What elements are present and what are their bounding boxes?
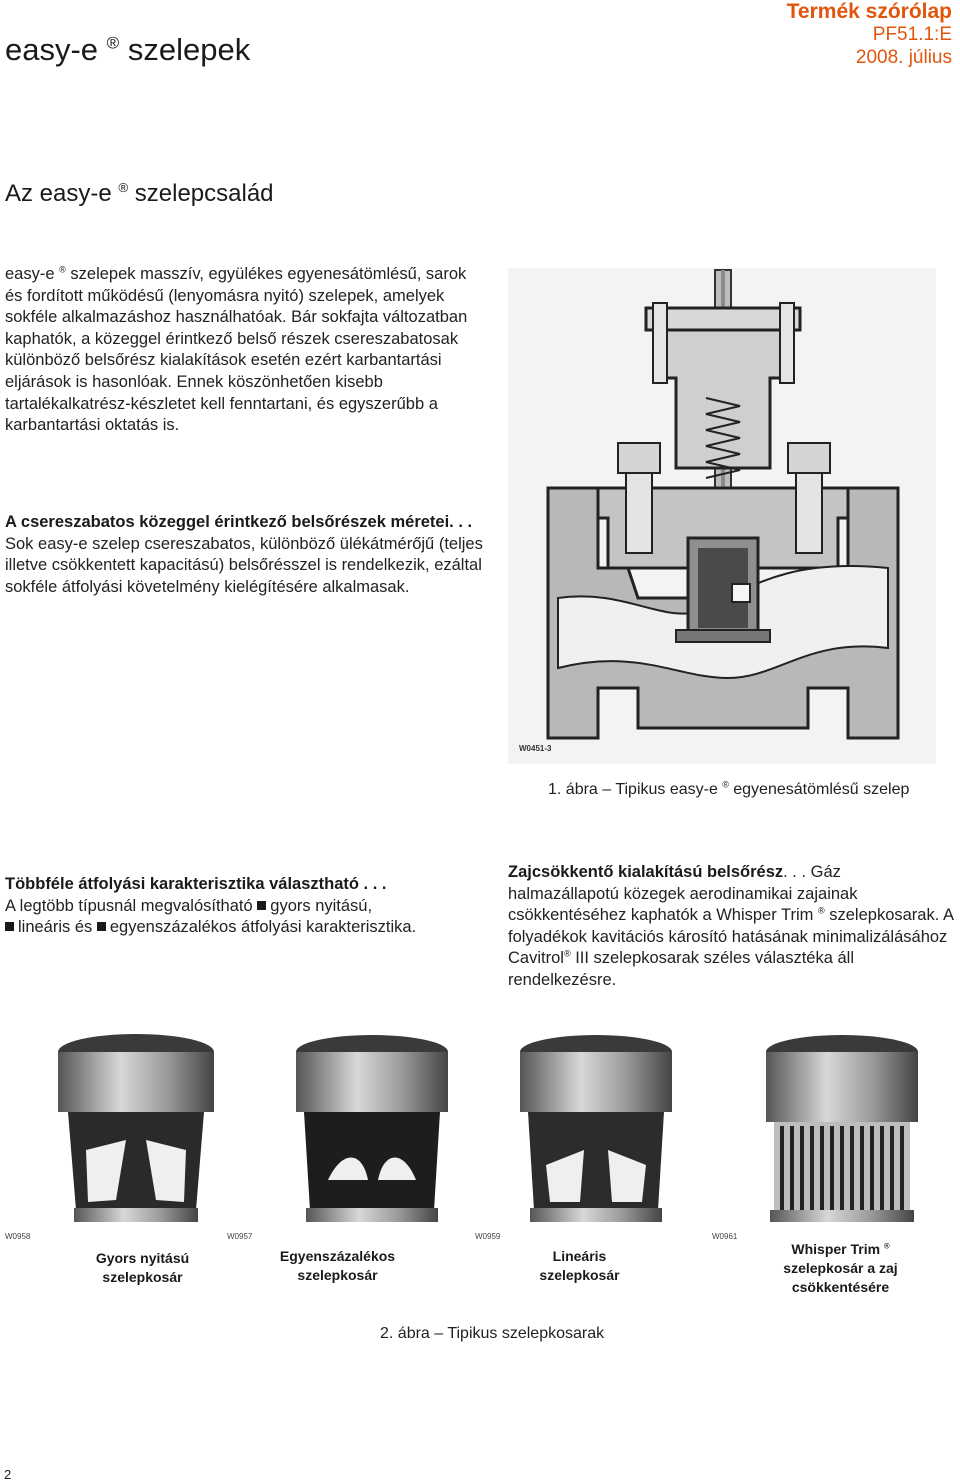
cage-label-line: szelepkosár (102, 1269, 183, 1285)
flow-line1: A legtöbb típusnál megvalósítható gyors … (5, 896, 475, 918)
linear-cage-image (506, 1030, 686, 1230)
noise-reduction-paragraph: Zajcsökkentő kialakítású belsőrész. . . … (508, 862, 956, 992)
doc-date: 2008. július (855, 47, 952, 68)
registered-mark: ® (883, 1241, 890, 1251)
registered-mark: ® (563, 948, 571, 959)
whisper-trim-cage-image (752, 1030, 932, 1230)
cage-drawing (766, 1035, 918, 1222)
cage-label-line: csökkentésére (791, 1279, 890, 1295)
registered-mark: ® (722, 779, 729, 790)
figure1-caption-post: egyenesátömlésű szelep (728, 781, 910, 798)
cage-label-line: szelepkosár (297, 1267, 378, 1283)
flow-option-linear: lineáris és (18, 918, 97, 937)
cage-label-quick-opening: Gyors nyitású szelepkosár (60, 1249, 225, 1287)
flow-line1-text: A legtöbb típusnál megvalósítható (5, 896, 258, 915)
noise-text2: szelepkosarak. A folyadékok kavitációs k… (508, 906, 954, 968)
title-main: easy-e (5, 32, 99, 67)
intro-paragraph: easy-e ® szelepek masszív, együlékes egy… (5, 264, 485, 437)
cage-label-line: szelepkosár (539, 1267, 620, 1283)
figure1-code: W0451-3 (519, 744, 552, 753)
cage-drawing (58, 1034, 214, 1222)
cage-code: W0959 (475, 1232, 501, 1241)
section-title: Az easy-e ® szelepcsalád (5, 180, 274, 208)
bullet-square-icon (257, 900, 267, 910)
trim-sizes-paragraph: A csereszabatos közeggel érintkező belső… (5, 512, 485, 598)
flow-option-quick-opening: gyors nyitású, (270, 896, 373, 915)
cage-label-line: szelepkosár a zaj (783, 1260, 898, 1276)
cage-label-line: Egyenszázalékos (279, 1248, 396, 1264)
flow-characteristics-paragraph: Többféle átfolyási karakterisztika válas… (5, 874, 475, 939)
registered-mark: ® (106, 33, 120, 53)
cage-label-line: Whisper Trim ® (748, 1240, 933, 1259)
cage-code: W0957 (227, 1232, 253, 1241)
section-title-main: Az easy-e (5, 180, 112, 207)
cage-code: W0958 (5, 1232, 31, 1241)
doc-type: Termék szórólap (786, 0, 952, 23)
section-title-rest: szelepcsalád (128, 180, 274, 207)
noise-heading: Zajcsökkentő kialakítású belsőrész (508, 863, 784, 881)
flow-line2: lineáris és egyenszázalékos átfolyási ka… (5, 917, 475, 939)
intro-lead: easy-e (5, 265, 55, 283)
noise-text3: III szelepkosarak széles választéka áll … (508, 949, 855, 989)
figure2-caption: 2. ábra – Tipikus szelepkosarak (380, 1325, 605, 1342)
registered-mark: ® (118, 180, 129, 195)
bullet-square-icon (5, 922, 14, 932)
cage-drawing (296, 1035, 448, 1222)
flow-heading: Többféle átfolyási karakterisztika válas… (5, 875, 387, 893)
cage-label-line: Lineáris (552, 1248, 607, 1264)
title-rest: szelepek (119, 32, 251, 67)
quick-opening-cage-image (46, 1030, 226, 1230)
cage-drawing (520, 1035, 672, 1222)
cage-code: W0961 (712, 1232, 738, 1241)
cage-label-line: Gyors nyitású (95, 1250, 190, 1266)
valve-drawing (508, 268, 936, 764)
equal-percentage-cage-image (282, 1030, 462, 1230)
flow-option-equal-percentage: egyenszázalékos átfolyási karakterisztik… (109, 918, 417, 937)
doc-code: PF51.1:E (872, 24, 952, 45)
cage-label-text: Whisper Trim (791, 1241, 881, 1257)
trim-sizes-heading: A csereszabatos közeggel érintkező belső… (5, 513, 473, 531)
cage-label-whisper-trim: Whisper Trim ® szelepkosár a zaj csökken… (748, 1240, 933, 1297)
valve-cross-section-image (508, 268, 936, 764)
header-meta: Termék szórólap PF51.1:E 2008. július (787, 0, 952, 69)
trim-sizes-text: Sok easy-e szelep csereszabatos, különbö… (5, 534, 483, 596)
intro-text: szelepek masszív, együlékes egyenesátöml… (5, 265, 468, 435)
cage-label-equal-percentage: Egyenszázalékos szelepkosár (255, 1247, 420, 1285)
cage-label-linear: Lineáris szelepkosár (497, 1247, 662, 1285)
registered-mark: ® (817, 905, 825, 916)
figure1-caption-pre: 1. ábra – Tipikus easy-e (548, 781, 718, 798)
figure1-caption: 1. ábra – Tipikus easy-e ® egyenesátömlé… (548, 779, 910, 799)
page-number: 2 (4, 1467, 12, 1482)
bullet-square-icon (96, 922, 106, 932)
document-title: easy-e ® szelepek (5, 32, 250, 68)
registered-mark: ® (59, 264, 66, 275)
noise-text1: . . . Gáz halmazállapotú közegek aerodin… (508, 863, 858, 925)
